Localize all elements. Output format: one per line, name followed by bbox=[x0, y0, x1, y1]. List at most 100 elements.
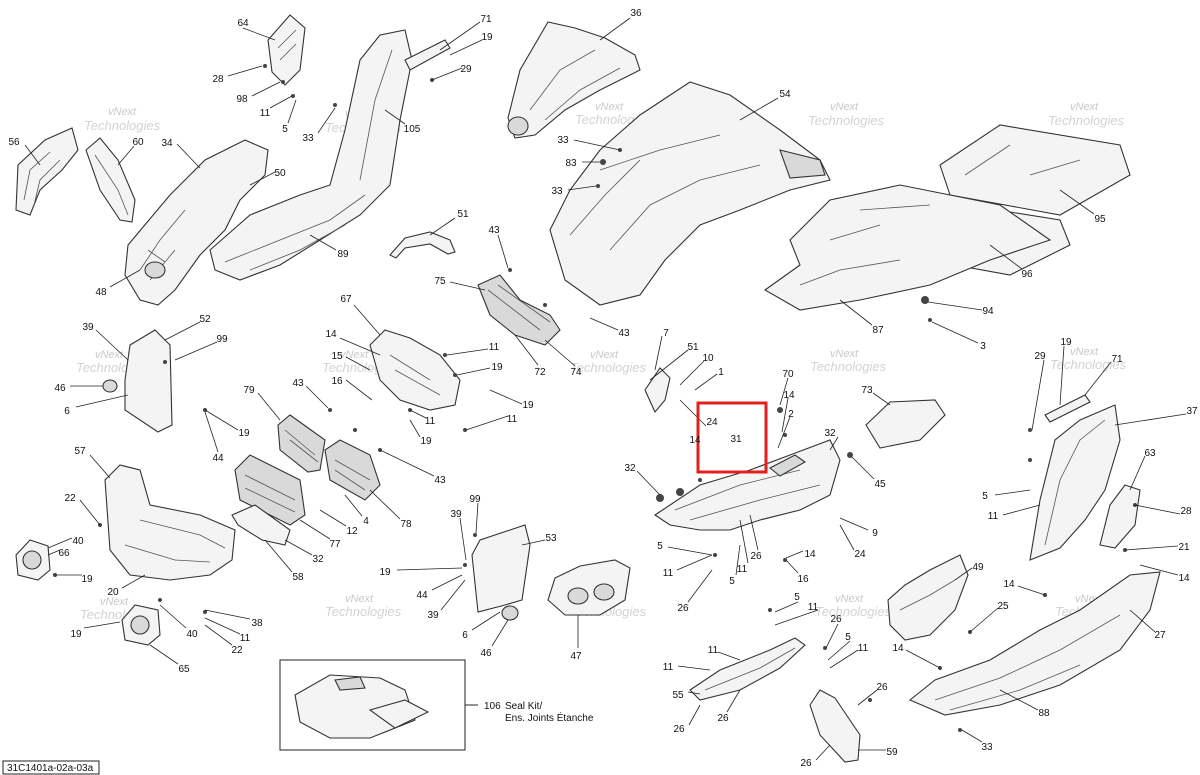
part-36-hood-insert bbox=[507, 21, 641, 139]
callout-19: 19 bbox=[379, 567, 391, 578]
callout-40: 40 bbox=[72, 536, 84, 547]
callout-19: 19 bbox=[522, 400, 534, 411]
callout-6: 6 bbox=[64, 406, 70, 417]
callout-6: 6 bbox=[462, 630, 468, 641]
seal-kit-inset: 106 Seal Kit/ Ens. Joints Étanche bbox=[279, 659, 594, 751]
callout-14: 14 bbox=[1003, 579, 1015, 590]
callout-66: 66 bbox=[58, 548, 70, 559]
callout-31: 31 bbox=[730, 434, 742, 445]
callout-43: 43 bbox=[292, 378, 304, 389]
part-79-grille bbox=[277, 414, 326, 473]
callout-32: 32 bbox=[624, 463, 636, 474]
callout-55: 55 bbox=[672, 690, 684, 701]
seal-kit-label-2: Ens. Joints Étanche bbox=[505, 711, 594, 724]
callout-37: 37 bbox=[1186, 406, 1198, 417]
callout-19: 19 bbox=[491, 362, 503, 373]
callout-60: 60 bbox=[132, 137, 144, 148]
watermark-vnext: vNext bbox=[830, 348, 859, 360]
callout-48: 48 bbox=[95, 287, 107, 298]
callout-70: 70 bbox=[782, 369, 794, 380]
watermark-technologies: Technologies bbox=[815, 604, 892, 619]
figure-code-box bbox=[2, 760, 100, 775]
part-71-strip bbox=[404, 39, 451, 71]
callout-19: 19 bbox=[238, 428, 250, 439]
callout-40: 40 bbox=[186, 629, 198, 640]
watermark-vnext: vNext bbox=[100, 596, 129, 608]
part-88-rear-bumper bbox=[908, 571, 1161, 716]
callout-58: 58 bbox=[292, 572, 304, 583]
callout-45: 45 bbox=[874, 479, 886, 490]
part-64-bracket bbox=[267, 14, 306, 86]
callout-5: 5 bbox=[657, 541, 663, 552]
callout-99: 99 bbox=[469, 494, 481, 505]
callout-57: 57 bbox=[74, 446, 86, 457]
watermark-technologies: Technologies bbox=[1050, 357, 1127, 372]
callout-11: 11 bbox=[737, 564, 748, 575]
callout-15: 15 bbox=[331, 351, 343, 362]
callout-26: 26 bbox=[830, 614, 842, 625]
callout-14: 14 bbox=[689, 435, 701, 446]
part-47-headlight bbox=[547, 559, 631, 616]
seal-kit-number: 106 bbox=[484, 701, 501, 712]
callout-33: 33 bbox=[551, 186, 563, 197]
callout-51: 51 bbox=[457, 209, 469, 220]
callout-11: 11 bbox=[808, 602, 819, 613]
callout-77: 77 bbox=[329, 539, 341, 550]
figure-code: 31C1401a-02a-03a bbox=[2, 760, 100, 775]
watermark-technologies: Technologies bbox=[325, 604, 402, 619]
callout-5: 5 bbox=[282, 124, 288, 135]
watermark-technologies: Technologies bbox=[810, 359, 887, 374]
callout-56: 56 bbox=[8, 137, 20, 148]
callout-26: 26 bbox=[750, 551, 762, 562]
part-63-panel bbox=[1099, 484, 1141, 549]
callout-11: 11 bbox=[708, 645, 719, 656]
callout-33: 33 bbox=[302, 133, 314, 144]
callout-83: 83 bbox=[565, 158, 577, 169]
callout-5: 5 bbox=[729, 576, 735, 587]
callout-11: 11 bbox=[489, 342, 500, 353]
callout-72: 72 bbox=[534, 367, 546, 378]
callout-29: 29 bbox=[460, 64, 472, 75]
callout-4: 4 bbox=[363, 516, 369, 527]
callout-67: 67 bbox=[340, 294, 352, 305]
callout-26: 26 bbox=[673, 724, 685, 735]
part-58-bracket bbox=[231, 504, 291, 546]
callout-39: 39 bbox=[450, 509, 462, 520]
part-75-grille bbox=[477, 274, 561, 346]
callout-11: 11 bbox=[858, 643, 869, 654]
callout-24: 24 bbox=[706, 417, 718, 428]
callout-44: 44 bbox=[212, 453, 224, 464]
watermark-vnext: vNext bbox=[835, 593, 864, 605]
callout-43: 43 bbox=[618, 328, 630, 339]
callout-14: 14 bbox=[892, 643, 904, 654]
part-51-handle bbox=[389, 231, 456, 259]
watermark-vnext: vNext bbox=[590, 349, 619, 361]
callout-19: 19 bbox=[420, 436, 432, 447]
callout-5: 5 bbox=[982, 491, 988, 502]
callout-28: 28 bbox=[1180, 506, 1192, 517]
callout-1: 1 bbox=[718, 367, 724, 378]
part-31-dash-frame bbox=[654, 439, 841, 531]
callout-75: 75 bbox=[434, 276, 446, 287]
part-53-side-panel bbox=[471, 524, 531, 621]
callout-19: 19 bbox=[81, 574, 93, 585]
watermark-vnext: vNext bbox=[1070, 101, 1099, 113]
callout-33: 33 bbox=[981, 742, 993, 753]
watermark-technologies: Technologies bbox=[1048, 113, 1125, 128]
watermark-technologies: Technologies bbox=[84, 118, 161, 133]
callout-98: 98 bbox=[236, 94, 248, 105]
callout-26: 26 bbox=[876, 682, 888, 693]
callout-11: 11 bbox=[240, 633, 251, 644]
callout-14: 14 bbox=[804, 549, 816, 560]
callout-20: 20 bbox=[107, 587, 119, 598]
callout-46: 46 bbox=[54, 383, 66, 394]
highlight-box bbox=[696, 401, 768, 474]
callout-27: 27 bbox=[1154, 630, 1166, 641]
callout-38: 38 bbox=[251, 618, 263, 629]
callout-65: 65 bbox=[178, 664, 190, 675]
callout-28: 28 bbox=[212, 74, 224, 85]
callout-96: 96 bbox=[1021, 269, 1033, 280]
watermark-vnext: vNext bbox=[595, 101, 624, 113]
watermark-vnext: vNext bbox=[1070, 346, 1099, 358]
callout-33: 33 bbox=[557, 135, 569, 146]
